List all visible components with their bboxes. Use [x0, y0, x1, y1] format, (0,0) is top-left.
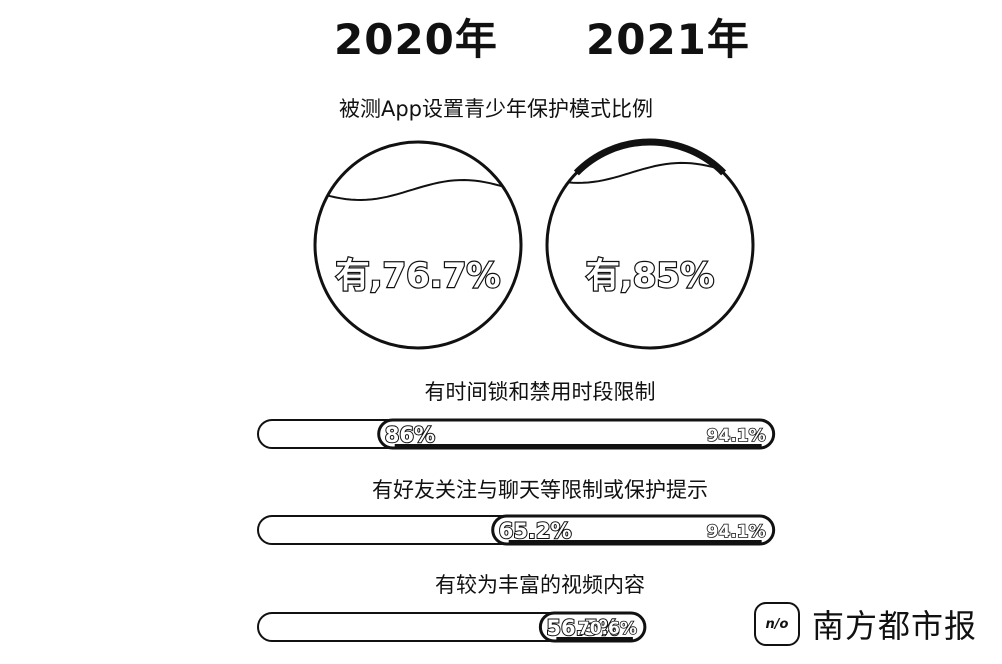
pie-empty-arc: [573, 138, 727, 176]
bar-value-2020: 65.2%: [499, 519, 572, 543]
pie-circle: [313, 140, 523, 350]
pie-value-label: 有,76.7%: [336, 256, 501, 296]
brand: n/o 南方都市报: [754, 598, 977, 650]
bar-value-2020: 86%: [385, 423, 435, 447]
year-label-2020: 2020年: [334, 15, 498, 64]
brand-logo-icon: n/o: [754, 602, 800, 646]
bar-value-2021: 70.6%: [578, 619, 637, 639]
brand-name: 南方都市报: [812, 607, 978, 645]
bar-value-2020: 56.5%: [546, 616, 619, 640]
pie-wave-line: [315, 178, 521, 202]
pie-value-label: 有,85%: [586, 256, 714, 296]
bar-value-2021: 94.1%: [707, 522, 766, 542]
bar-category-label: 有时间锁和禁用时段限制: [424, 380, 656, 404]
bar-category-label: 有较为丰富的视频内容: [435, 573, 645, 597]
year-label-2021: 2021年: [586, 15, 750, 64]
bar-value-2021: 94.1%: [707, 426, 766, 446]
pie-chart-title: 被测App设置青少年保护模式比例: [338, 97, 654, 121]
bar-category-label: 有好友关注与聊天等限制或保护提示: [372, 478, 708, 502]
